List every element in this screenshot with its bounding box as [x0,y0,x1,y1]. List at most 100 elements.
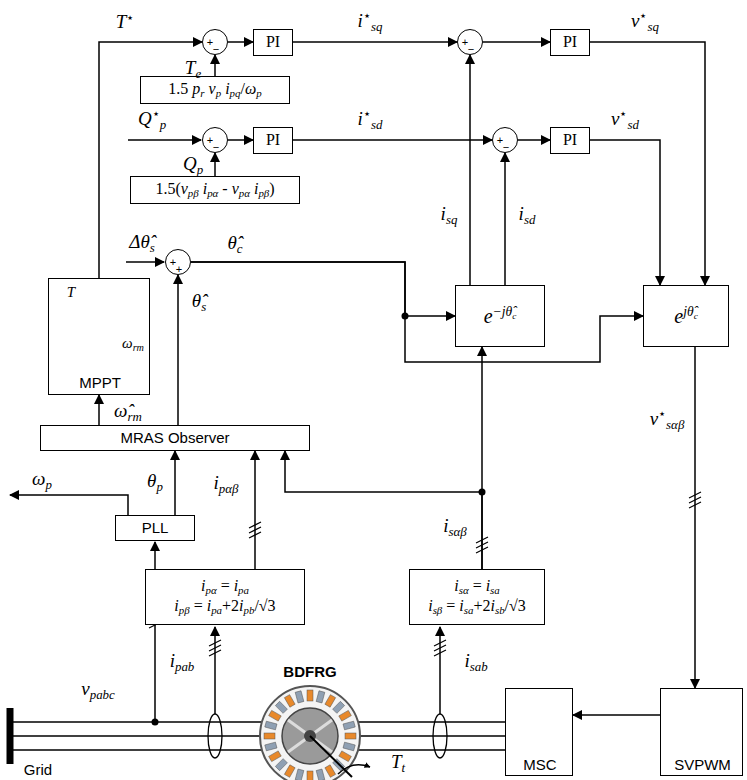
node-text: T [67,284,75,301]
signal-arrow [293,41,457,43]
signal-arrow [285,451,482,569]
mras-observer: MRAS Observer [40,425,310,451]
stator-slot [264,733,275,739]
part-label: Grid [24,761,52,778]
summing-junction: +− [202,29,228,55]
shaft [310,736,352,777]
signal-arrow [191,262,643,362]
node-text: isβ = isa+2isb/√3 [428,597,526,617]
stator-slot [339,710,352,721]
signal-label: isd [519,203,536,228]
signal-label: Te [185,57,201,82]
node-text: MPPT [79,374,121,391]
stator-slot [275,759,287,771]
stator-slot [307,771,313,780]
slash [209,645,221,651]
signal-arrow [254,451,256,569]
node-text: + [462,36,468,49]
signal-label: Qp [183,153,203,178]
signal-label: v⋆sαβ [650,407,685,432]
stator-slot [325,695,336,708]
stator-slot [345,733,356,739]
diode [556,713,568,726]
stator-slot [265,721,277,730]
space-vectors [681,699,721,733]
stator-slot [275,701,287,713]
current-sensor [433,714,447,758]
node-text: ejθ̂c [674,304,697,328]
stator-slot [333,701,345,713]
power-line [354,735,506,737]
node-text: PI [266,33,280,51]
svpwm-block: SVPWM [660,688,743,776]
signal-label: T⋆ [116,11,135,33]
converter-box: MSC [505,688,573,776]
stator-slot [265,742,277,751]
power-line [10,721,266,723]
stator-slot [325,765,336,778]
signal-label: Δθ̂s [129,231,155,256]
signal-arrow [174,451,176,515]
summing-junction: +− [457,29,483,55]
power-line [354,721,506,723]
stator-slot [269,751,282,762]
signal-label: v⋆sq [631,9,659,34]
svpwm-symbol [678,693,724,739]
part-label: BDFRG [283,663,336,680]
emitter [532,728,548,744]
signal-arrow [573,714,660,716]
node-text: + [207,134,213,147]
three-phase-mark [209,640,221,656]
signal-arrow [98,395,100,425]
slash [434,645,446,651]
collector [532,694,548,710]
stator [260,686,360,780]
node-text: − [213,141,219,154]
signal-label: isαβ [443,515,467,540]
signal-label: ipαβ [214,472,239,497]
bdfrg-machine [260,686,370,780]
hexagon [679,697,723,735]
signal-label: Tt [391,751,405,776]
node-text: + [170,256,176,269]
input-arrow [128,139,201,141]
signal-label: v⋆sd [611,107,639,132]
signal-label: vpabc [81,678,115,703]
pi-controller: PI [550,29,590,56]
signal-arrow [590,42,705,285]
slash [149,617,161,623]
node-text: 1.5(vpβ ipα - vpα ipβ) [155,180,274,200]
input-arrow [126,261,164,263]
signal-arrow [590,140,660,285]
torque-estimator-box: 1.5 pr vp ipq/ωp [140,76,290,104]
measurement-line [154,542,156,722]
rotation-transform-box: e−jθ̂c [455,285,545,347]
current-sensor [208,714,222,758]
node-text: ωrm [122,335,144,354]
node-text: ipβ = ipa+2ipb/√3 [174,597,275,617]
mppt-box: MPPT Tωrm [48,278,150,395]
stator-slot [339,751,352,762]
signal-arrow [518,139,550,141]
stator-slot [295,691,304,703]
pll-block: PLL [115,515,195,541]
slash [434,640,446,646]
clarke-transform-box: isα = isaisβ = isa+2isb/√3 [409,569,545,625]
stator-slot [284,765,295,778]
signal-arrow [99,42,202,278]
torque-arrow [338,765,370,774]
plot-axis [60,357,146,358]
stator-slot [343,721,355,730]
signal-arrow [191,262,455,316]
summing-junction: ++ [165,249,191,275]
signal-label: isab [464,650,487,675]
reactive-power-box: 1.5(vpβ ipα - vpα ipβ) [130,176,300,204]
mppt-curve [62,290,143,356]
signal-arrow [483,41,550,43]
stator-slot [316,769,325,780]
